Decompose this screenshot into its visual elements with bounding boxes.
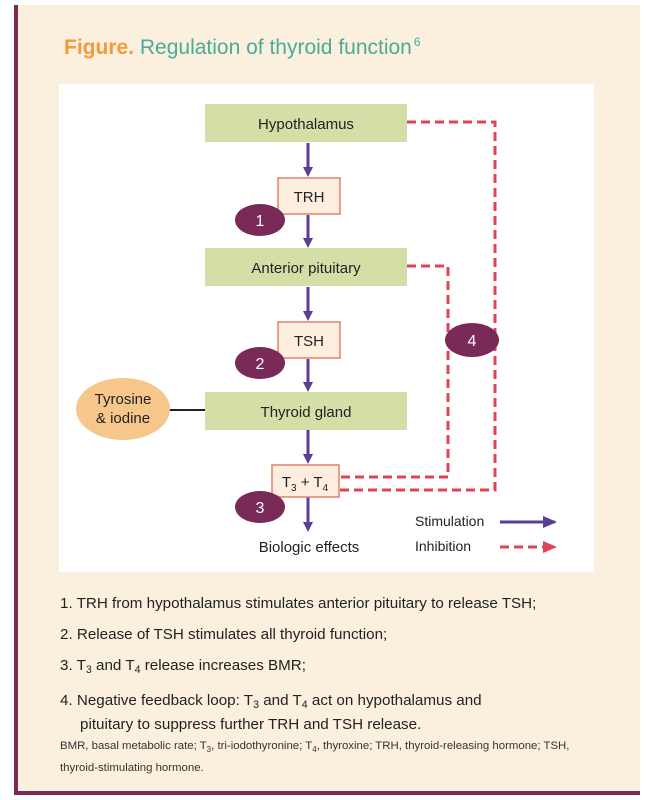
biologic-effects-label: Biologic effects <box>259 539 360 556</box>
t3-t4-box <box>271 464 340 498</box>
step-1-label: 1 <box>256 213 265 230</box>
hypothalamus-label: Hypothalamus <box>258 116 354 133</box>
note-4: 4. Negative feedback loop: T3 and T4 act… <box>60 692 482 733</box>
t3-t4-label: T3 + T4 <box>282 474 329 494</box>
iodine-label: & iodine <box>96 410 150 427</box>
legend-stimulation-label: Stimulation <box>415 513 484 529</box>
step-2-label: 2 <box>256 356 265 373</box>
note-3: 3. T3 and T4 release increases BMR; <box>60 657 306 676</box>
thyroid-gland-box <box>205 392 407 430</box>
anterior-pituitary-box <box>205 248 407 286</box>
inhibition-loop-hypothalamus <box>339 120 497 492</box>
note-1: 1. TRH from hypothalamus stimulates ante… <box>60 595 537 612</box>
step-4-label: 4 <box>468 333 477 350</box>
tyrosine-iodine-node <box>76 378 170 440</box>
thyroid-regulation-diagram: Hypothalamus Anterior pituitary Thyroid … <box>59 84 594 572</box>
trh-box <box>277 177 341 215</box>
hypothalamus-box <box>205 104 407 142</box>
step-3-badge <box>235 491 285 523</box>
anterior-pituitary-label: Anterior pituitary <box>251 260 361 277</box>
numbered-notes: 1. TRH from hypothalamus stimulates ante… <box>60 594 620 746</box>
legend-inhibition-label: Inhibition <box>415 538 471 554</box>
figure-title-text: Regulation of thyroid function <box>139 36 412 59</box>
figure-reference: 6 <box>413 35 421 49</box>
tsh-box <box>277 321 341 359</box>
step-3-label: 3 <box>256 500 265 517</box>
inhibition-loops <box>339 120 497 492</box>
step-4-badge <box>445 323 499 357</box>
legend: Stimulation Inhibition <box>415 513 557 554</box>
step-1-badge <box>235 204 285 236</box>
thyroid-gland-label: Thyroid gland <box>261 404 352 421</box>
inhibition-loop-pituitary <box>339 264 450 479</box>
figure-label: Figure. <box>64 36 135 59</box>
step-2-badge <box>235 347 285 379</box>
abbreviations-footnote: BMR, basal metabolic rate; T3, tri-iodot… <box>60 740 570 774</box>
note-2: 2. Release of TSH stimulates all thyroid… <box>60 626 388 643</box>
diagram-canvas: Hypothalamus Anterior pituitary Thyroid … <box>76 104 557 556</box>
tyrosine-label: Tyrosine <box>95 391 152 408</box>
tsh-label: TSH <box>294 333 324 350</box>
trh-label: TRH <box>294 189 325 206</box>
